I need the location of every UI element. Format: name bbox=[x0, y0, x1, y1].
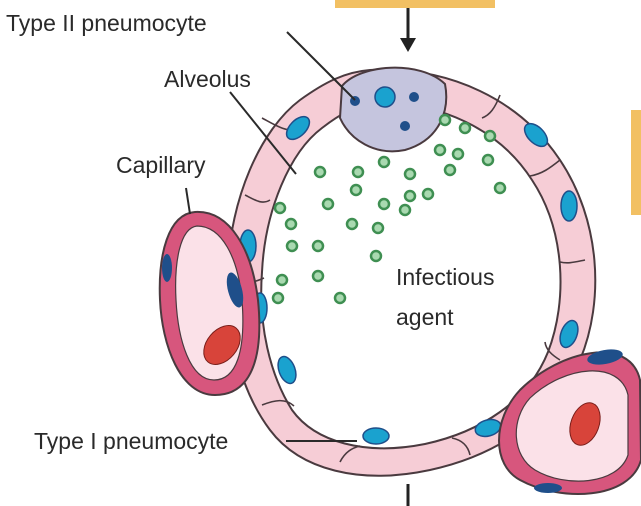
cropped-label-box-top bbox=[335, 0, 495, 8]
label-type2-pneumocyte: Type II pneumocyte bbox=[6, 12, 207, 35]
arrow-down-icon bbox=[400, 8, 416, 52]
cropped-label-box-right bbox=[631, 110, 641, 215]
label-agent: agent bbox=[396, 306, 454, 329]
label-capillary: Capillary bbox=[116, 154, 205, 177]
label-alveolus: Alveolus bbox=[164, 68, 251, 91]
label-infectious: Infectious bbox=[396, 266, 494, 289]
type2-pneumocyte bbox=[340, 68, 446, 152]
label-type1-pneumocyte: Type I pneumocyte bbox=[34, 430, 228, 453]
capillary-right bbox=[499, 347, 641, 494]
